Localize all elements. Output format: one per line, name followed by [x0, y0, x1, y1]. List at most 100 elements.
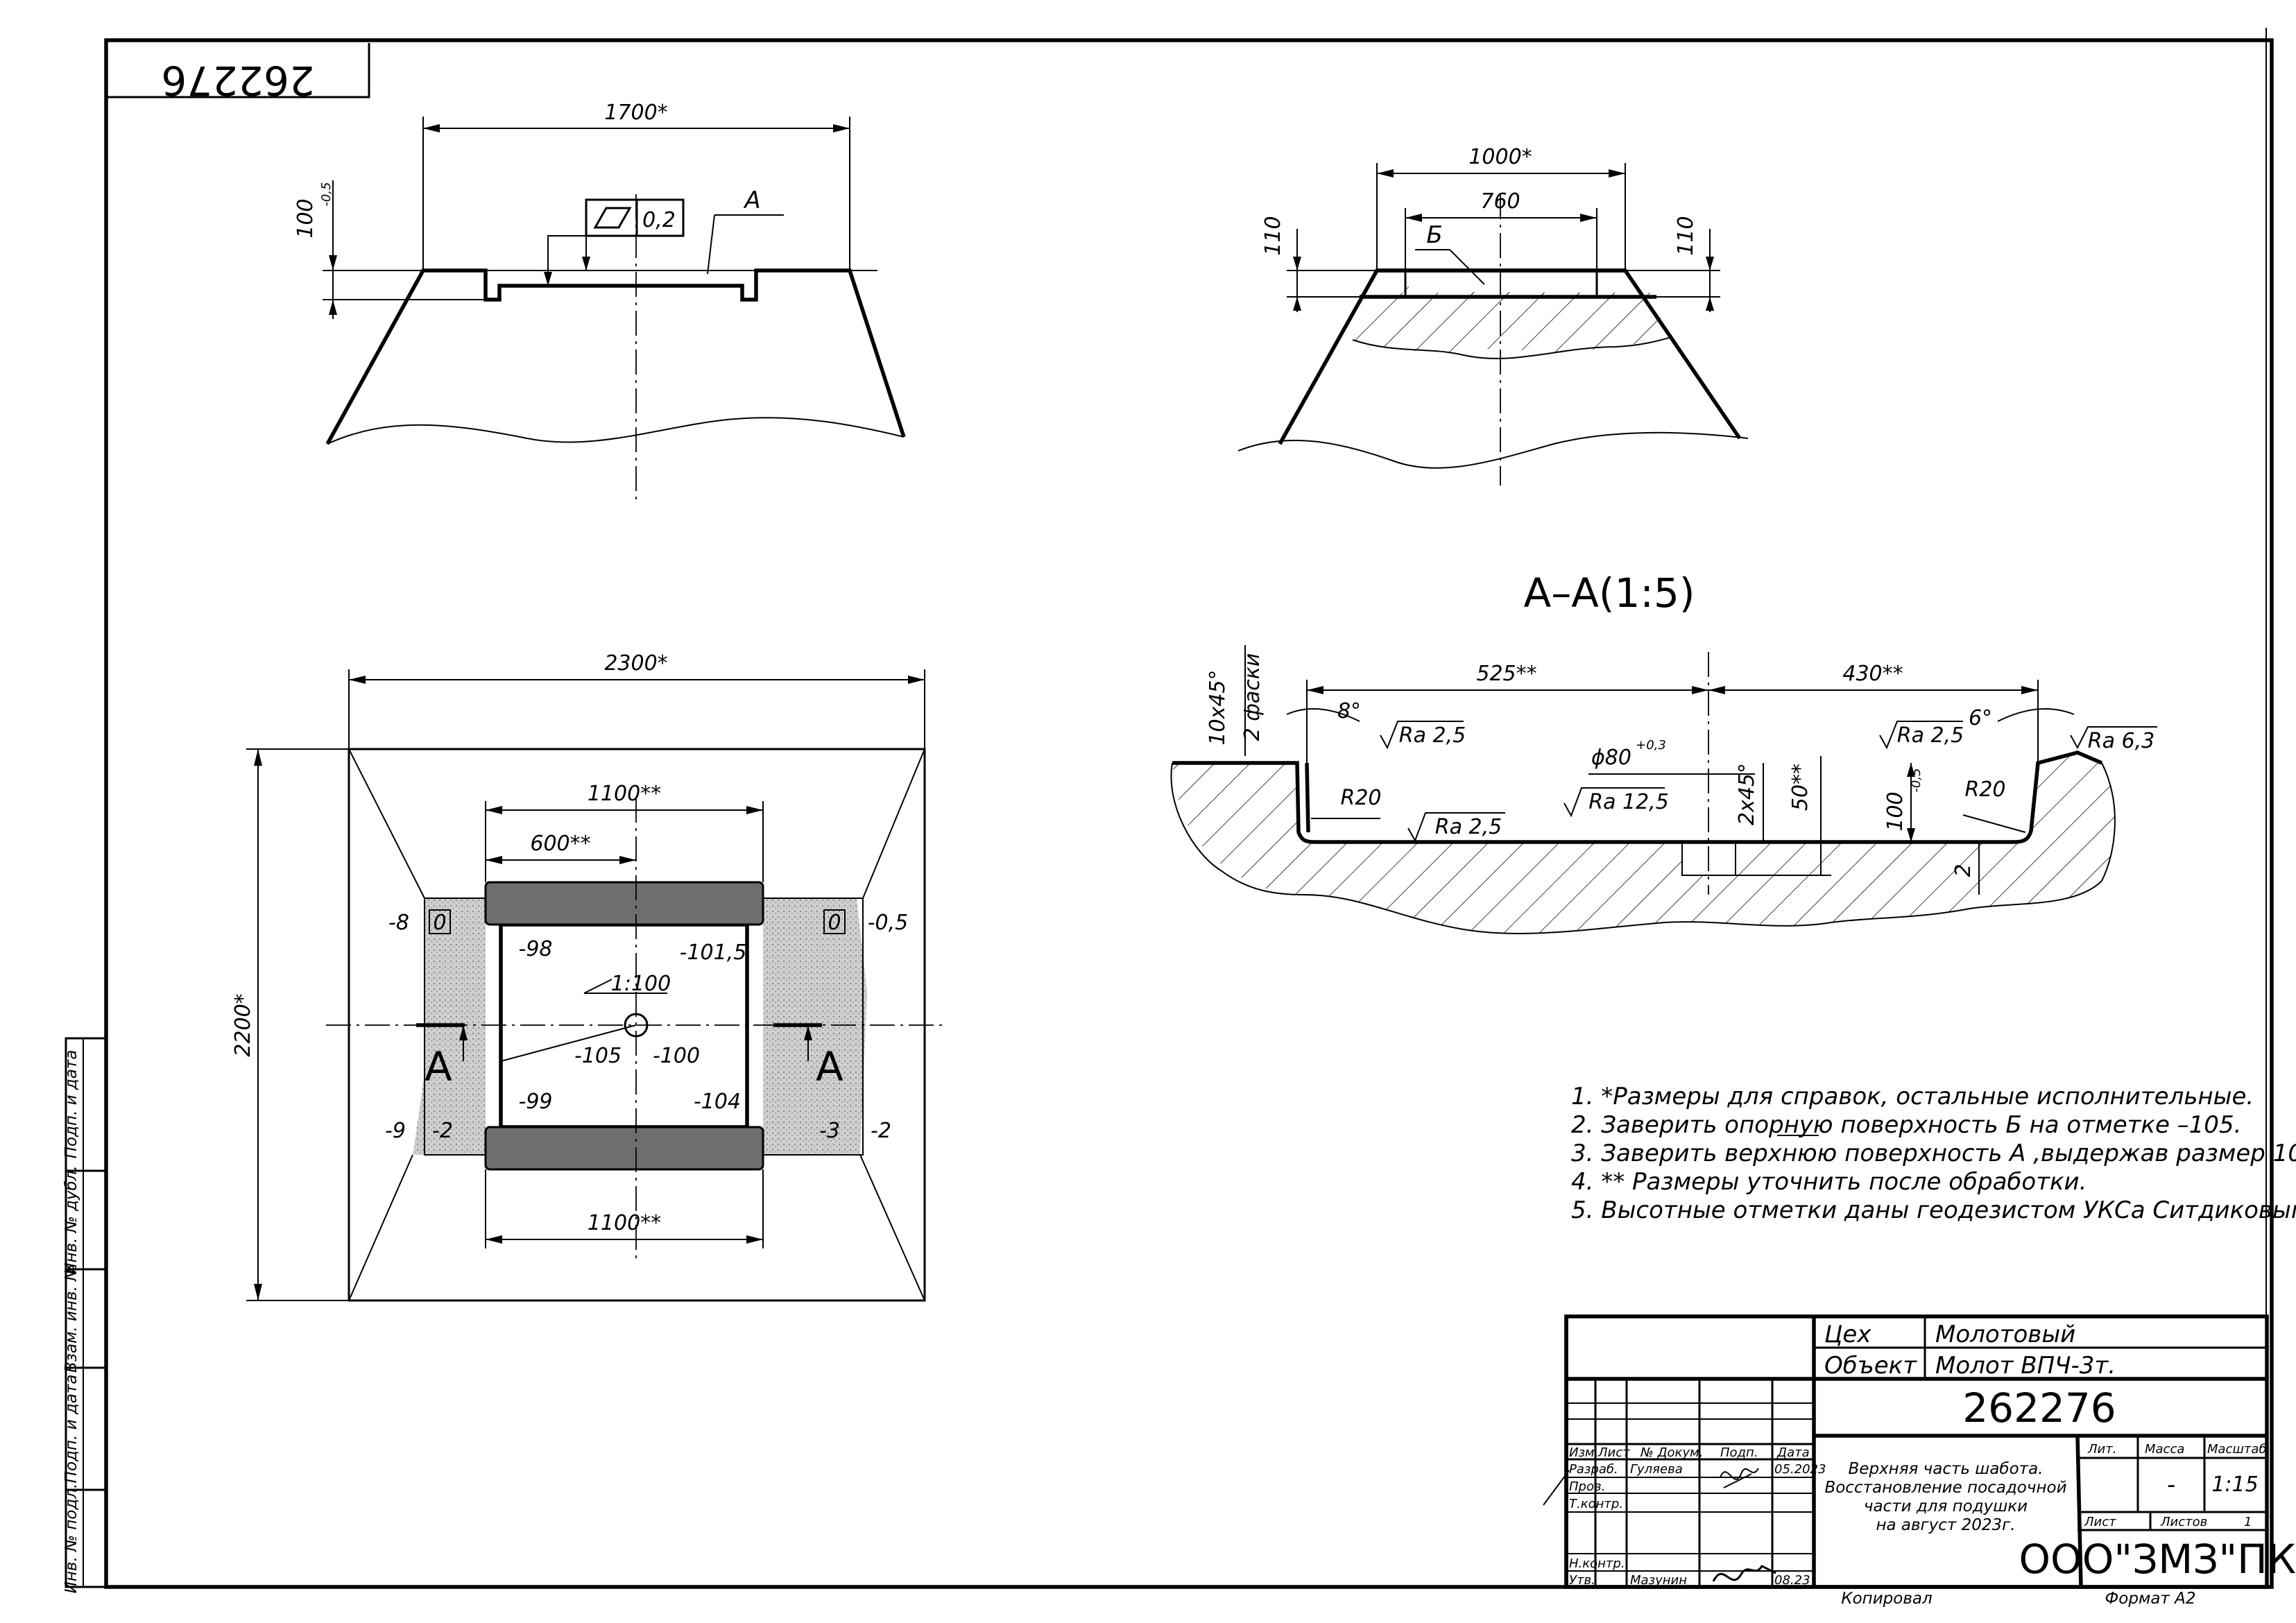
dim-2300: 2300* [604, 651, 667, 676]
object-value: Молот ВПЧ-3т. [1935, 1352, 2116, 1380]
mark-tl: -98 [519, 937, 553, 961]
stamp-sign-date-2: Подп. и дата [62, 1375, 80, 1484]
mark-right-top-out: -0,5 [868, 911, 909, 935]
slope-label: 1:100 [611, 972, 671, 996]
dim-525: 525** [1476, 662, 1536, 686]
mark-c2: -100 [653, 1044, 700, 1068]
mark-right-bot-out: -2 [871, 1119, 891, 1143]
dim-1000: 1000* [1468, 145, 1532, 169]
row-date-1: 05.2023 [1774, 1462, 1826, 1477]
org-name: ООО"ЗМЗ"ПКО [2019, 1536, 2296, 1583]
dim-600: 600** [530, 832, 590, 856]
flatness-value: 0,2 [642, 208, 676, 232]
row-role-5: Н.контр. [1569, 1556, 1625, 1571]
sheet-frame [104, 38, 2274, 1589]
copy-label: Копировал [1841, 1590, 1933, 1608]
note-1: 1. *Размеры для справок, остальные испол… [1571, 1083, 2254, 1110]
hole-chamfer: 2х45° [1735, 763, 1759, 825]
object-label: Объект [1824, 1352, 1917, 1380]
stamp-repl-inv: Взам. инв. № [62, 1264, 80, 1373]
mark-left-top-out: -8 [388, 911, 409, 935]
dim-1700: 1700* [604, 101, 667, 125]
top-drawing-number: 262276 [161, 57, 314, 104]
radius-right: R20 [1964, 778, 2005, 802]
signature-mark [1720, 1468, 1759, 1488]
mass-value: - [2167, 1471, 2175, 1499]
stamp-sign-date-1: Подп. и дата [62, 1050, 80, 1159]
mark-bl: -99 [519, 1090, 553, 1114]
note-5: 5. Высотные отметки даны геодезистом УКС… [1571, 1196, 2296, 1224]
title-block: Цех Молотовый Объект Молот ВПЧ-3т. 26227… [1543, 1314, 2296, 1589]
mark-left-bot-out: -9 [385, 1119, 406, 1143]
ra-outer: Ra 6,3 [2088, 729, 2154, 753]
ra-right-top: Ra 2,5 [1897, 723, 1964, 748]
ra-left-top: Ra 2,5 [1399, 723, 1466, 748]
angle-left: 8° [1337, 699, 1361, 723]
angle-right: 6° [1969, 706, 1992, 730]
stamp-orig-inv: Инв. № подл. [62, 1484, 80, 1594]
hole-dia: ϕ80 [1591, 746, 1631, 770]
section-aa-view: А–А(1:5) 525** 430** 10х45° 2 фаски 8° 6… [1170, 569, 2157, 934]
elevation-left-view: 1700* 100 -0,5 0,2 А [293, 101, 906, 499]
dim-100-tol: -0,5 [319, 182, 334, 206]
surface-a-label: А [743, 187, 760, 214]
row-name-6: Мазунин [1630, 1573, 1687, 1588]
stamp-dup-inv: Инв. № дубл. [62, 1165, 80, 1274]
doc-number: 262276 [1962, 1384, 2116, 1432]
mark-right-bot-in: -3 [819, 1119, 840, 1143]
section-mark-right: А [816, 1043, 843, 1090]
depth-100: 100 [1883, 791, 1908, 831]
row-date-6: 08.23 [1774, 1573, 1810, 1588]
row-name-1: Гуляева [1630, 1462, 1683, 1477]
desc-line-1: Верхняя часть шабота. [1849, 1460, 2044, 1478]
shop-label: Цех [1824, 1321, 1871, 1348]
row-role-6: Утв. [1569, 1573, 1595, 1588]
note-2: 2. Заверить опорную поверхность Б на отм… [1571, 1111, 2241, 1139]
desc-line-2: Восстановление посадочной [1824, 1479, 2066, 1497]
desc-line-4: на август 2023г. [1876, 1516, 2015, 1534]
ra-hole: Ra 12,5 [1588, 790, 1669, 814]
lit-label: Лит. [2087, 1442, 2116, 1457]
scale-label: Масштаб [2207, 1442, 2267, 1457]
format-label: Формат А2 [2105, 1590, 2196, 1608]
top-number-box: 262276 [106, 43, 370, 104]
hole-dia-tol: +0,3 [1636, 738, 1666, 753]
dim-1100-top: 1100** [588, 782, 661, 806]
dim-110-left: 110 [1261, 216, 1285, 255]
technical-notes: 1. *Размеры для справок, остальные испол… [1571, 1083, 2296, 1224]
dim-2200: 2200* [231, 993, 255, 1056]
dim-430: 430** [1842, 662, 1903, 686]
side-stamp: Подп. и дата Инв. № дубл. Взам. инв. № П… [62, 1037, 108, 1594]
hdr-sign: Подп. [1720, 1445, 1758, 1460]
hdr-list: Лист [1597, 1445, 1630, 1460]
hole-depth: 50** [1788, 764, 1813, 811]
chamfer-size: 10х45° [1206, 669, 1230, 745]
row-role-1: Разраб. [1569, 1462, 1618, 1477]
section-mark-left: А [425, 1043, 452, 1090]
note-4: 4. ** Размеры уточнить после обработки. [1571, 1168, 2087, 1196]
signature-mark [1712, 1565, 1776, 1582]
mark-tr: -101,5 [680, 941, 747, 965]
dim-1100-bottom: 1100** [588, 1211, 661, 1235]
section-title: А–А(1:5) [1524, 569, 1695, 617]
note-3: 3. Заверить верхнюю поверхность А ,выдер… [1571, 1140, 2296, 1167]
shop-value: Молотовый [1935, 1321, 2075, 1348]
row-role-2: Пров. [1569, 1479, 1605, 1494]
plan-view: 2300* 2200* 1100** 600** 1100** А А [231, 651, 943, 1302]
dim-100: 100 [293, 198, 318, 238]
sheets-label: Листов [2160, 1515, 2207, 1529]
surface-b-label: Б [1426, 221, 1442, 249]
mark-c1: -105 [574, 1044, 622, 1068]
hdr-doc: № Докум. [1640, 1445, 1703, 1460]
mark-left-top-in: 0 [433, 911, 446, 935]
hdr-izm: Изм. [1569, 1445, 1598, 1460]
desc-line-3: части для подушки [1864, 1497, 2028, 1515]
mark-right-top-in: 0 [828, 911, 841, 935]
mass-label: Масса [2145, 1442, 2184, 1457]
gap-2: 2 [1951, 864, 1976, 877]
chamfer-count: 2 фаски [1240, 653, 1265, 741]
radius-left: R20 [1340, 786, 1381, 810]
depth-100-tol: -0,5 [1909, 768, 1924, 792]
scale-value: 1:15 [2211, 1472, 2258, 1497]
